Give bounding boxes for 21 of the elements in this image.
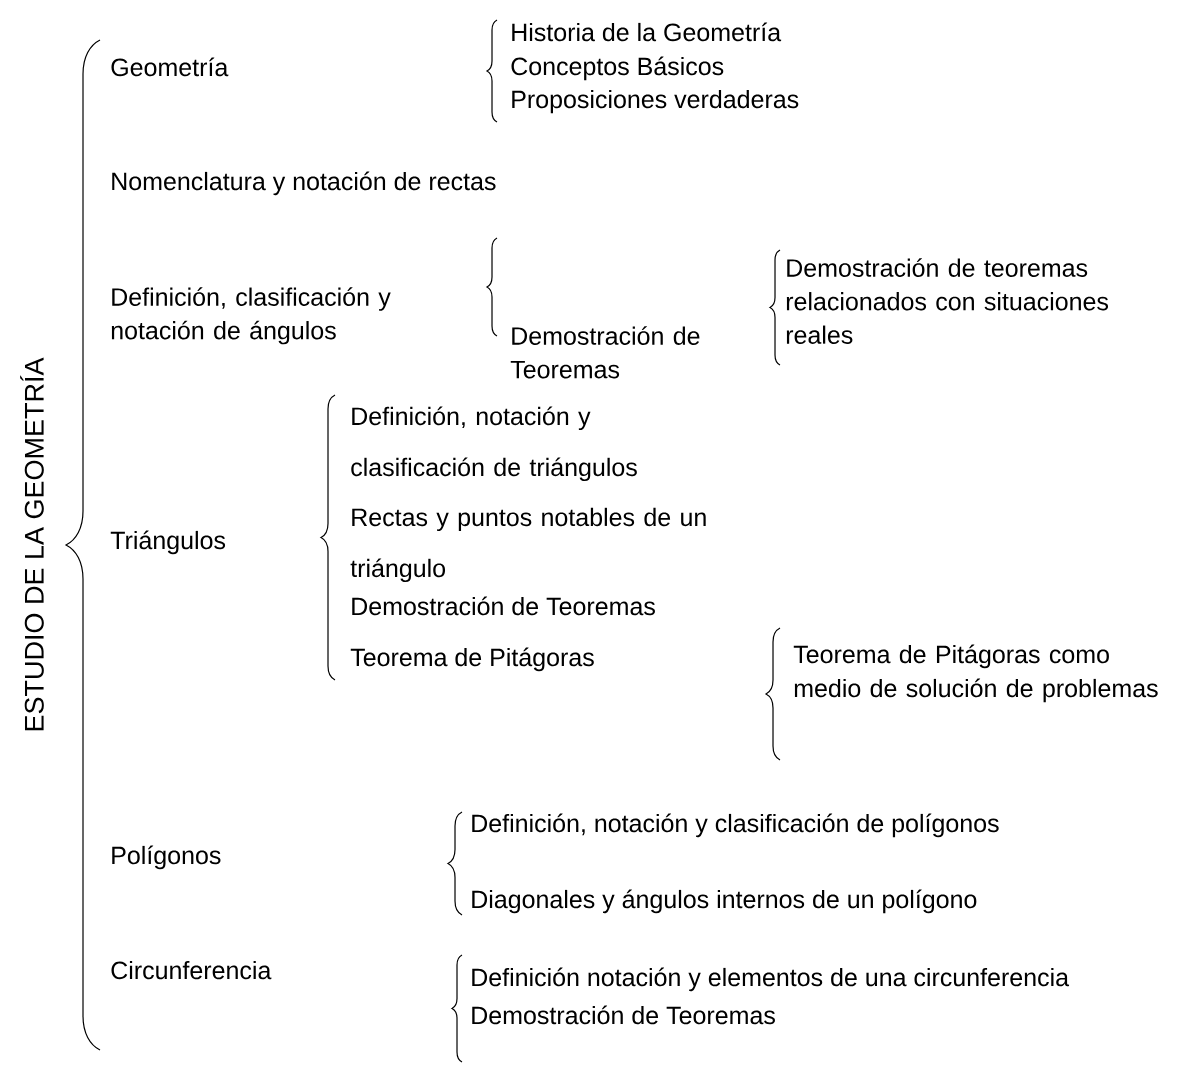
- subtopic-label: Teorema de Pitágoras: [350, 647, 594, 672]
- topic-label: Circunferencia: [111, 960, 272, 980]
- subtopic-label: Demostración de Teoremas: [472, 1005, 775, 1025]
- subtopic-label: Teorema de Pitágoras como medio de solución de problemas: [793, 644, 1158, 703]
- topic-label: Triángulos: [110, 530, 226, 555]
- subtopic-label: Rectas y puntos notables de un triángulo: [350, 507, 706, 583]
- subtopic-label: Diagonales y ángulos internos de un polígono: [472, 889, 977, 914]
- subtopic-label: Demostración de Teoremas: [510, 326, 700, 379]
- topic-label: Definición, clasificación y notación de ángulos: [111, 287, 391, 345]
- subtopic-label: Definición, notación y clasificación de triángulos: [351, 406, 637, 482]
- topic-label: Nomenclatura y notación de rectas: [112, 171, 496, 196]
- subtopic-label: Definición notación y elementos de una circunferencia: [472, 967, 1070, 992]
- subtopic-label: Historia de la Geometría: [512, 22, 782, 42]
- subtopic-label: Proposiciones verdaderas: [512, 89, 799, 114]
- topic-label: Geometría: [111, 57, 229, 77]
- topic-label: Polígonos: [112, 845, 221, 870]
- title-text: ESTUDIO DE LA GEOMETRÍA: [20, 357, 44, 731]
- subtopic-label: Conceptos Básicos: [511, 56, 724, 81]
- subtopic-label: Demostración de teoremas relacionados con situaciones reales: [786, 258, 1109, 344]
- subtopic-label: Definición, notación y clasificación de polígonos: [472, 813, 999, 838]
- subtopic-label: Demostración de Teoremas: [352, 596, 655, 616]
